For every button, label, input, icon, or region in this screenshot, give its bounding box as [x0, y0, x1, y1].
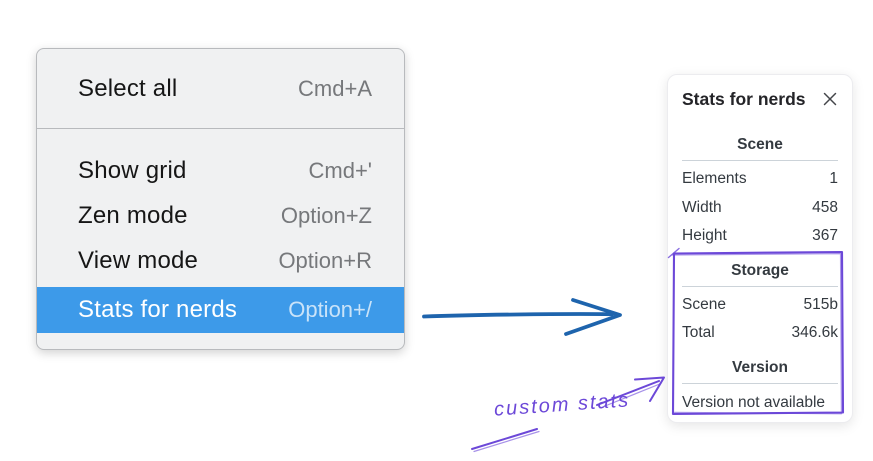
stat-label: Height: [682, 227, 727, 245]
menu-item-zen-mode[interactable]: Zen mode Option+Z: [37, 193, 404, 238]
menu-item-label: Stats for nerds: [78, 296, 238, 323]
section-divider: [682, 382, 838, 384]
stat-value: 346.6k: [791, 324, 838, 342]
menu-item-shortcut: Option+R: [278, 247, 372, 273]
stat-value: 458: [812, 198, 838, 216]
stat-value: 515b: [803, 295, 838, 313]
menu-item-select-all[interactable]: Select all Cmd+A: [37, 49, 404, 128]
menu-item-label: Show grid: [78, 156, 187, 184]
menu-item-shortcut: Option+/: [288, 297, 372, 322]
custom-stats-label: custom stats: [493, 389, 631, 421]
stat-label: Scene: [682, 295, 726, 313]
menu-divider: [37, 128, 404, 129]
menu-item-shortcut: Option+Z: [280, 202, 372, 228]
menu-item-stats-for-nerds[interactable]: Stats for nerds Option+/: [37, 287, 404, 333]
stat-value: 1: [829, 170, 838, 188]
section-divider: [682, 285, 838, 287]
close-button[interactable]: [822, 91, 838, 107]
stat-row-elements: Elements 1: [682, 165, 838, 194]
menu-item-label: View mode: [78, 246, 199, 274]
menu-item-view-mode[interactable]: View mode Option+R: [37, 238, 404, 283]
section-heading-storage: Storage: [731, 261, 789, 279]
stat-label: Total: [682, 324, 715, 342]
menu-section: Show grid Cmd+' Zen mode Option+Z View m…: [37, 129, 404, 349]
stat-row-total-storage: Total 346.6k: [682, 319, 838, 348]
stat-label: Width: [682, 198, 722, 216]
storage-rows: Scene 515b Total 346.6k: [682, 291, 838, 348]
stat-row-scene-storage: Scene 515b: [682, 291, 838, 320]
close-icon: [823, 92, 837, 106]
version-note: Version not available: [682, 393, 826, 411]
section-heading-scene: Scene: [737, 136, 783, 153]
scene-rows: Elements 1 Width 458 Height 367: [682, 165, 838, 251]
menu-item-shortcut: Cmd+': [308, 157, 373, 183]
section-heading-version: Version: [732, 358, 788, 376]
menu-item-label: Select all: [78, 74, 178, 102]
stats-panel-header: Stats for nerds: [682, 87, 838, 111]
stats-panel: Stats for nerds Scene Elements 1 Width 4…: [667, 74, 853, 423]
menu-item-show-grid[interactable]: Show grid Cmd+': [37, 148, 404, 193]
blue-arrow: [422, 298, 622, 336]
menu-item-shortcut: Cmd+A: [298, 75, 372, 101]
section-divider: [682, 160, 838, 161]
menu-item-label: Zen mode: [78, 201, 188, 229]
stats-panel-title: Stats for nerds: [682, 88, 806, 109]
stat-row-height: Height 367: [682, 222, 838, 251]
context-menu: Select all Cmd+A Show grid Cmd+' Zen mod…: [36, 48, 405, 350]
stat-value: 367: [812, 227, 838, 245]
stat-row-width: Width 458: [682, 194, 838, 223]
stat-label: Elements: [682, 170, 747, 188]
